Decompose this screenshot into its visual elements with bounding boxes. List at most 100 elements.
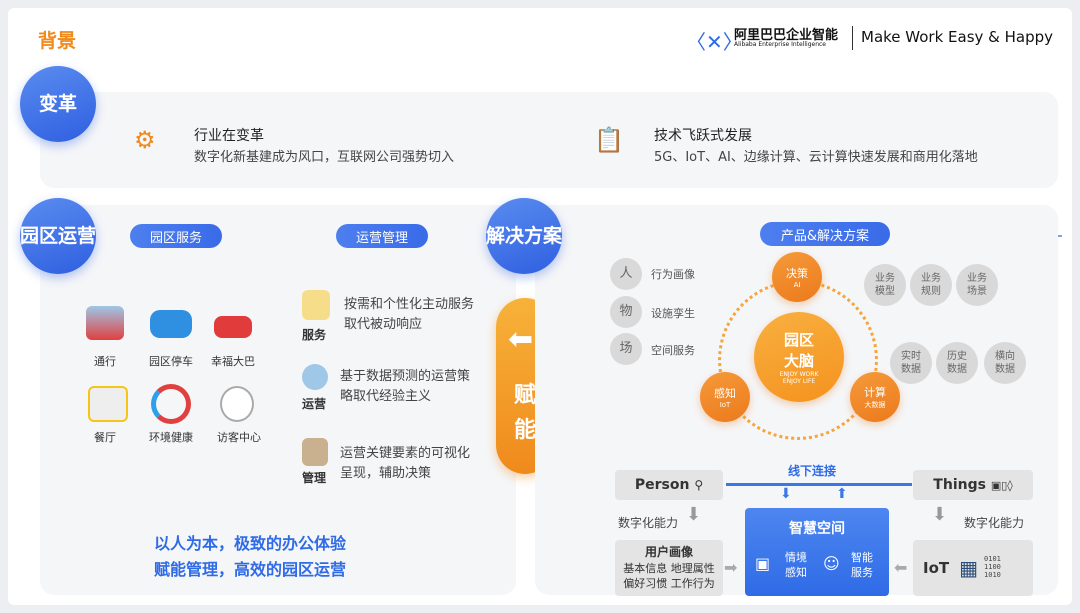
bus-icon bbox=[214, 316, 252, 338]
page-title: 背景 bbox=[38, 30, 77, 52]
digital-label: 数字化能力 bbox=[964, 516, 1025, 530]
left-label: 行为画像 bbox=[651, 268, 695, 281]
change-desc: 数字化新基建成为风口，互联网公司强势切入 bbox=[194, 150, 455, 165]
brand-en: Alibaba Enterprise Intelligence bbox=[734, 41, 826, 48]
service-label: 访客中心 bbox=[217, 431, 261, 444]
left-label: 设施孪生 bbox=[651, 307, 695, 320]
profile-line: 偏好习惯 工作行为 bbox=[623, 577, 715, 591]
management-icon bbox=[302, 438, 328, 466]
brain-en: ENJOY LIFE bbox=[782, 378, 816, 385]
smart-space-box: 智慧空间 ▣ 情境感知 ☺ 智能服务 bbox=[745, 508, 889, 596]
parking-icon bbox=[150, 310, 192, 338]
manage-desc: 基于数据预测的运营策略取代经验主义 bbox=[340, 369, 471, 404]
node-compute: 计算大数据 bbox=[850, 372, 900, 422]
gear-brain-icon: ⚙ bbox=[134, 126, 156, 154]
brain-circle: 园区 大脑 ENJOY WORK ENJOY LIFE bbox=[754, 312, 844, 402]
change-panel bbox=[40, 92, 1058, 188]
arrow-up-icon: ⬆ bbox=[836, 486, 848, 502]
service-label: 通行 bbox=[94, 355, 116, 368]
change-desc: 5G、IoT、AI、边缘计算、云计算快速发展和商用化落地 bbox=[654, 150, 978, 165]
manage-label: 管理 bbox=[302, 471, 327, 485]
clipboard-icon: 📋 bbox=[594, 126, 624, 154]
devices-icon: ▣▯◊ bbox=[990, 478, 1013, 492]
data-circle: 实时数据 bbox=[890, 342, 932, 384]
things-box: Things ▣▯◊ bbox=[913, 470, 1033, 500]
pill-service: 园区服务 bbox=[130, 224, 222, 248]
node-title: 计算 bbox=[864, 386, 886, 399]
connect-arrow bbox=[726, 483, 912, 486]
pill-products: 产品&解决方案 bbox=[760, 222, 890, 246]
space-title: 智慧空间 bbox=[789, 521, 845, 537]
arrow-left-icon: ⬅ bbox=[894, 558, 908, 577]
arrow-down-icon: ⬇ bbox=[686, 504, 702, 525]
person-icon: ⚲ bbox=[694, 478, 704, 492]
iot-label: IoT bbox=[923, 559, 950, 577]
service-icon bbox=[302, 290, 330, 320]
change-circle: 变革 bbox=[20, 66, 96, 142]
access-icon bbox=[86, 306, 124, 340]
manage-desc: 按需和个性化主动服务取代被动响应 bbox=[344, 297, 475, 332]
profile-line: 基本信息 地理属性 bbox=[623, 562, 715, 575]
arrow-down-icon: ⬇ bbox=[780, 486, 792, 502]
digital-label: 数字化能力 bbox=[618, 516, 679, 530]
node-sub: 大数据 bbox=[864, 401, 886, 409]
node-title: 决策 bbox=[786, 267, 808, 280]
things-label: Things bbox=[933, 477, 986, 493]
offline-label: 线下连接 bbox=[788, 464, 837, 478]
ops-slogan: 以人为本，极致的办公体验 bbox=[154, 534, 347, 553]
ops-circle: 园区运营 bbox=[20, 198, 96, 274]
manage-label: 运营 bbox=[302, 397, 327, 411]
space-circle: 场 bbox=[610, 333, 642, 365]
person-label: Person bbox=[634, 477, 690, 493]
space-b: 智能服务 bbox=[851, 551, 873, 580]
service-label: 幸福大巴 bbox=[211, 355, 255, 368]
arrow-right-icon: ➡ bbox=[724, 558, 738, 577]
empower-label: 赋能 bbox=[513, 383, 536, 444]
node-sub: IoT bbox=[719, 401, 731, 409]
slogan: Make Work Easy & Happy bbox=[861, 28, 1054, 46]
brain-title: 园区 bbox=[783, 331, 814, 349]
solution-circle: 解决方案 bbox=[486, 198, 562, 274]
biz-circle: 业务模型 bbox=[864, 264, 906, 306]
service-label: 环境健康 bbox=[149, 431, 193, 444]
data-circle: 横向数据 bbox=[984, 342, 1026, 384]
slide: 背景 〈✕〉 阿里巴巴企业智能 Alibaba Enterprise Intel… bbox=[8, 8, 1072, 605]
visitor-icon bbox=[220, 386, 254, 422]
monitor-icon: ▣ bbox=[755, 554, 771, 573]
ops-slogan: 赋能管理，高效的园区运营 bbox=[154, 560, 347, 579]
manage-desc: 运营关键要素的可视化呈现，辅助决策 bbox=[340, 446, 471, 481]
arrow-left-icon: ⬅ bbox=[508, 322, 534, 357]
restaurant-icon bbox=[88, 386, 128, 422]
space-a: 情境感知 bbox=[785, 551, 807, 580]
pill-manage: 运营管理 bbox=[336, 224, 428, 248]
qr-icon: ▦ bbox=[959, 556, 979, 580]
data-circle: 历史数据 bbox=[936, 342, 978, 384]
change-title: 技术飞跃式发展 bbox=[654, 128, 752, 144]
left-label: 空间服务 bbox=[651, 344, 695, 357]
brain-title: 大脑 bbox=[783, 352, 814, 370]
person-circle: 人 bbox=[610, 258, 642, 290]
profile-box: 用户画像 基本信息 地理属性 偏好习惯 工作行为 bbox=[615, 540, 723, 596]
brain-en: ENJOY WORK bbox=[779, 371, 819, 378]
environment-icon bbox=[151, 384, 191, 424]
manage-label: 服务 bbox=[302, 328, 327, 342]
node-sub: AI bbox=[793, 281, 801, 289]
divider bbox=[852, 26, 853, 50]
brand-cn: 阿里巴巴企业智能 bbox=[734, 28, 839, 43]
person-box: Person ⚲ bbox=[615, 470, 723, 500]
biz-circle: 业务场景 bbox=[956, 264, 998, 306]
node-title: 感知 bbox=[714, 387, 736, 400]
profile-title: 用户画像 bbox=[644, 545, 693, 560]
thing-circle: 物 bbox=[610, 296, 642, 328]
arrow-down-icon: ⬇ bbox=[932, 504, 948, 525]
biz-circle: 业务规则 bbox=[910, 264, 952, 306]
change-title: 行业在变革 bbox=[194, 128, 264, 144]
service-label: 餐厅 bbox=[94, 431, 116, 444]
operation-icon bbox=[302, 364, 328, 390]
service-label: 园区停车 bbox=[149, 355, 193, 368]
head-icon: ☺ bbox=[823, 554, 840, 573]
